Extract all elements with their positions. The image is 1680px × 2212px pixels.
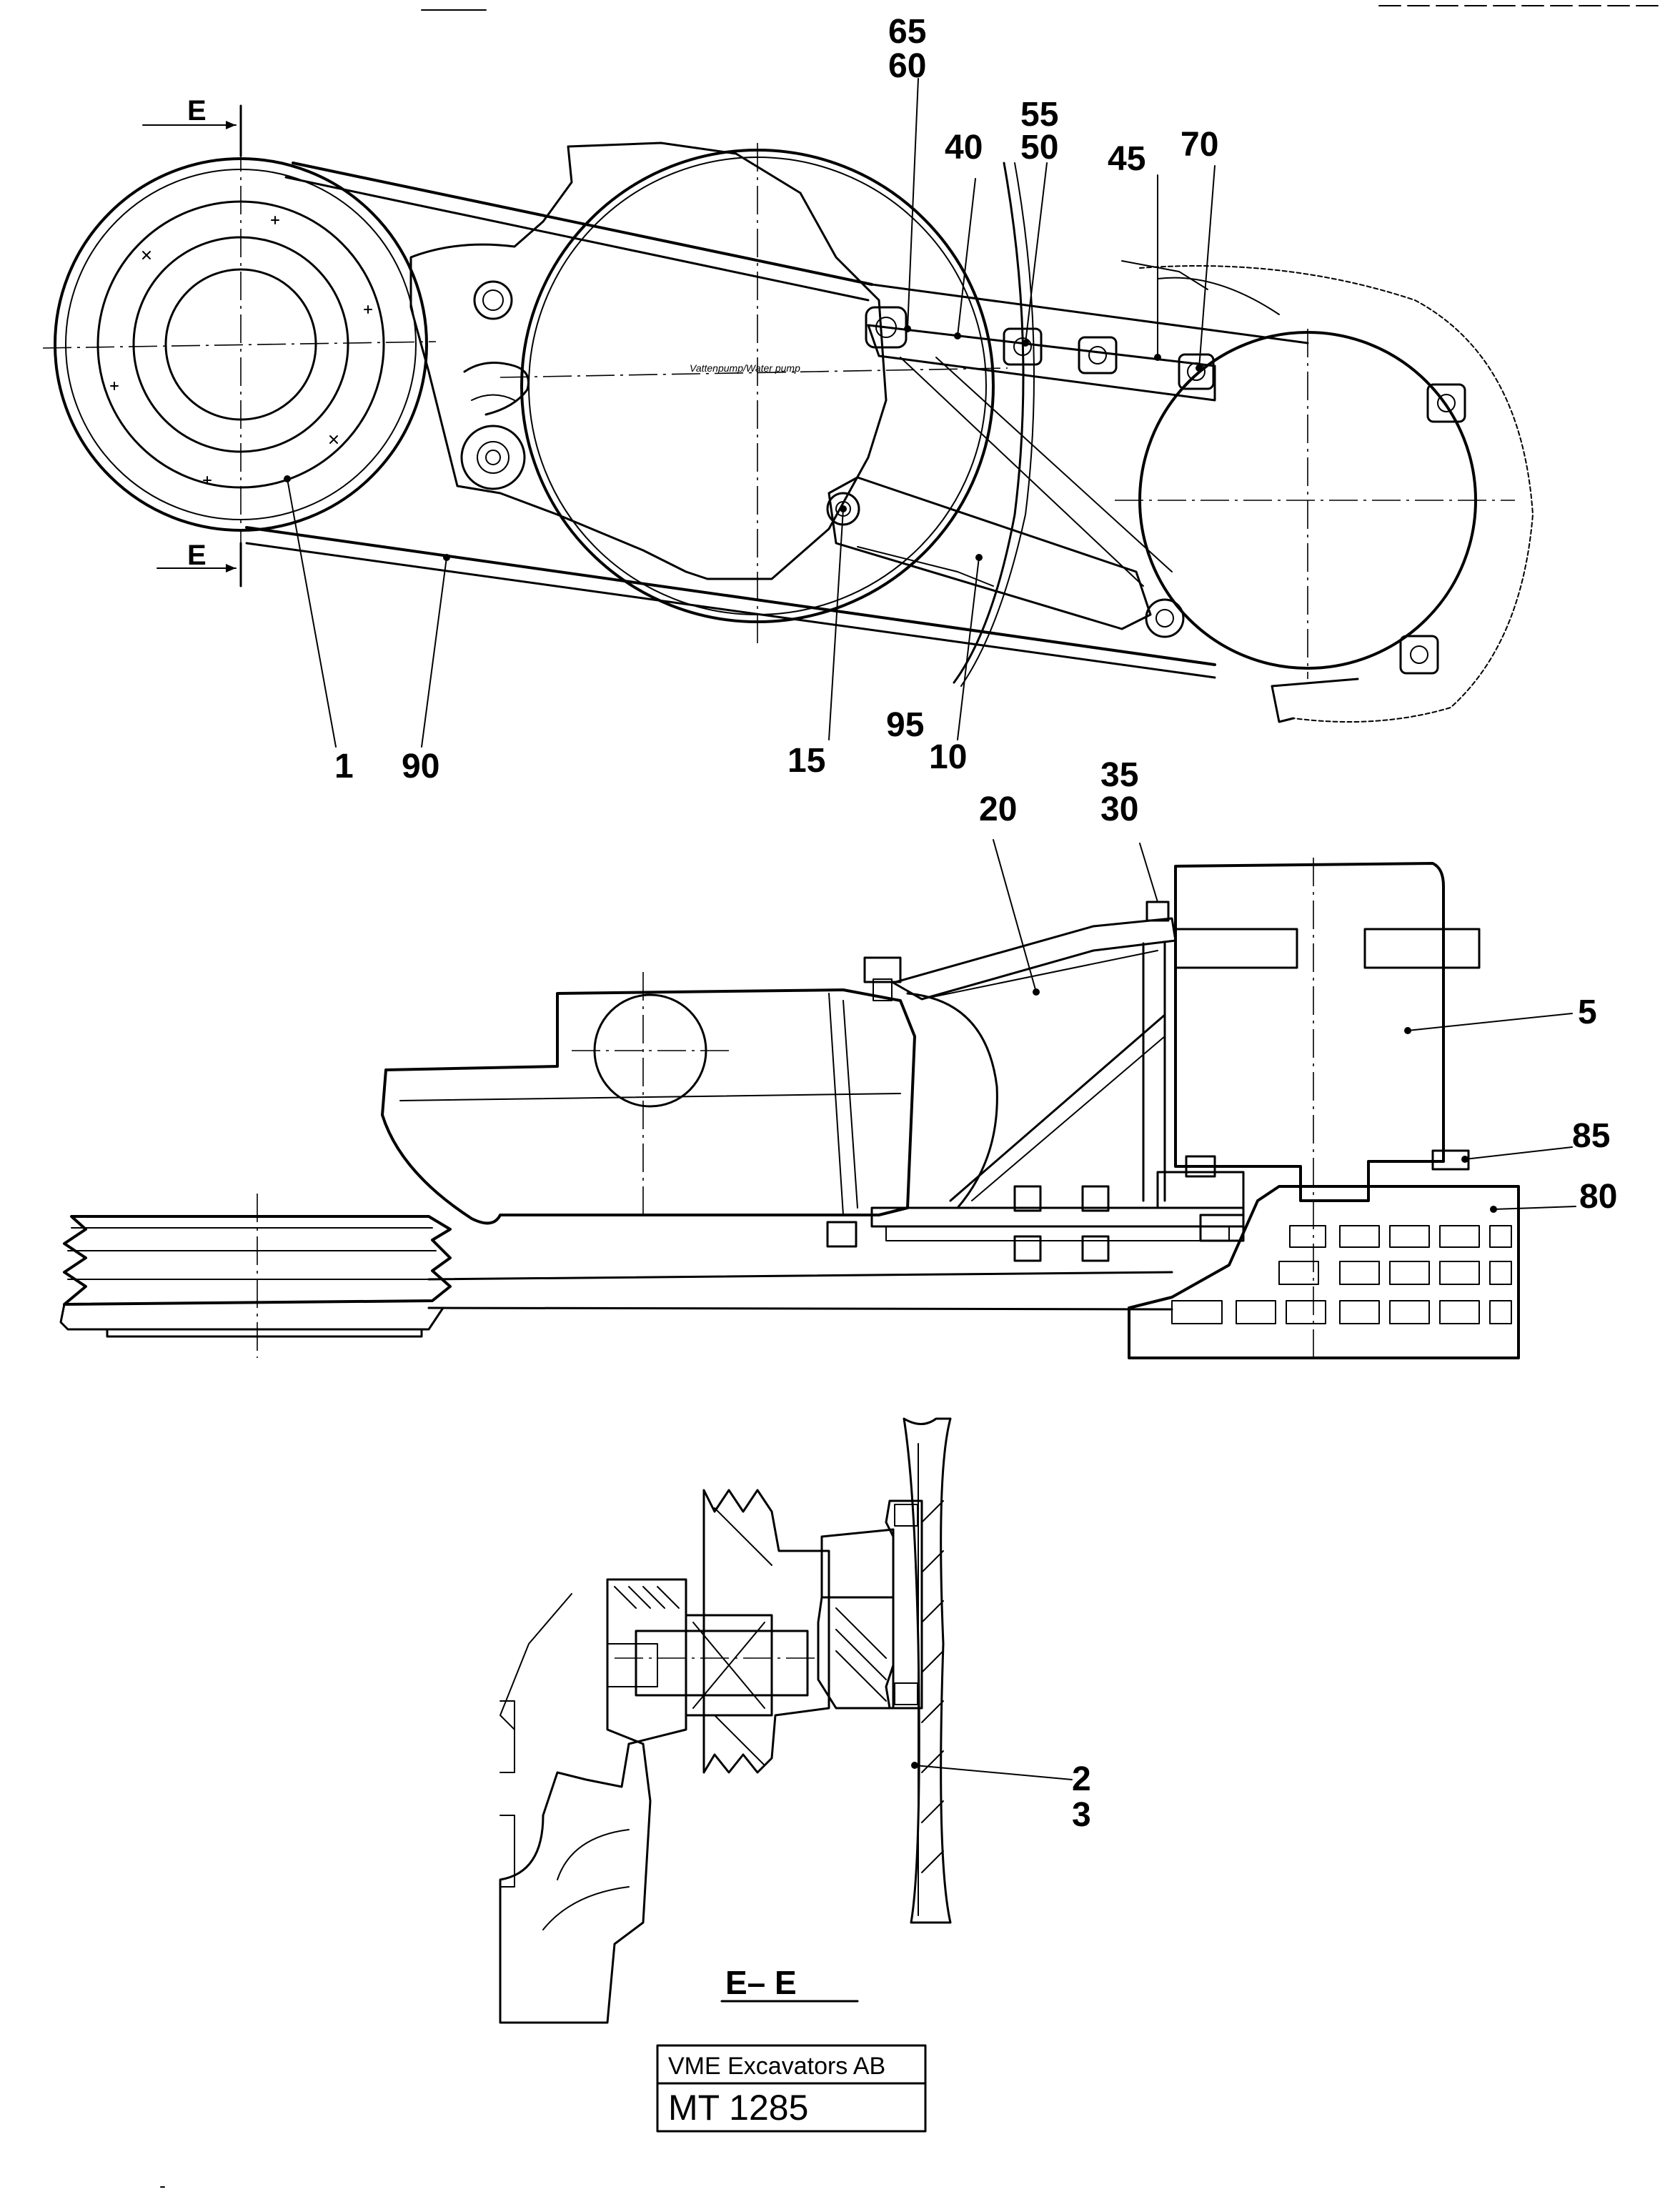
part-label-1: 1 (334, 748, 354, 785)
water-pump-housing: Vattenpump/Water pump (409, 142, 1008, 643)
part-label-30: 30 (1100, 790, 1138, 828)
water-pump-text: Vattenpump/Water pump (690, 362, 800, 374)
dipstick (953, 162, 1025, 684)
part-label-2: 2 (1072, 1760, 1091, 1798)
mounting-plate (826, 1149, 1470, 1262)
section-mark-bottom: E (187, 540, 207, 571)
part-label-85: 85 (1572, 1117, 1610, 1155)
leader-lines-top (287, 78, 1216, 748)
section-e-e: E– E (499, 1417, 1073, 2024)
part-label-20: 20 (979, 790, 1017, 828)
section-mark-top: E (187, 95, 207, 127)
part-label-70: 70 (1181, 126, 1218, 164)
part-labels: 1 90 15 95 10 65 60 40 55 50 45 70 20 35… (334, 13, 1617, 1834)
crank-pulley-side (59, 1194, 452, 1358)
part-label-90: 90 (402, 748, 439, 785)
top-view: E E (42, 78, 1534, 748)
leader-dots-side (1033, 988, 1497, 1213)
part-label-10: 10 (929, 738, 967, 776)
part-label-35: 35 (1100, 756, 1138, 794)
part-label-65: 65 (888, 13, 926, 51)
part-label-3: 3 (1072, 1796, 1091, 1834)
alternator (1115, 260, 1534, 723)
section-cut-marks: E E (142, 95, 242, 587)
adjusting-bar (865, 306, 1216, 402)
fan-guard (1128, 1185, 1520, 1359)
crank-pulley (42, 143, 437, 550)
part-label-45: 45 (1108, 140, 1145, 178)
fan-belt (245, 162, 1309, 679)
pump-bolts (460, 280, 526, 490)
part-label-50: 50 (1020, 129, 1058, 167)
part-label-5: 5 (1578, 993, 1597, 1031)
alternator-side (1174, 862, 1445, 1202)
part-label-15: 15 (787, 742, 825, 780)
leader-lines-side (993, 839, 1576, 1210)
section-title: E– E (725, 1964, 797, 2001)
tension-bracket (826, 357, 1173, 630)
part-label-60: 60 (888, 47, 926, 85)
part-label-40: 40 (945, 129, 983, 167)
part-label-95: 95 (886, 706, 924, 744)
side-view (59, 839, 1576, 1359)
scan-edge-marks (421, 5, 1666, 11)
leader-dots-top (284, 325, 1203, 561)
drawing-number: MT 1285 (668, 2088, 808, 2128)
title-block: VME Excavators AB MT 1285 (656, 2044, 927, 2133)
water-pump-side (381, 956, 998, 1225)
part-label-55: 55 (1020, 96, 1058, 134)
part-label-80: 80 (1579, 1178, 1617, 1216)
company-name: VME Excavators AB (668, 2053, 885, 2080)
